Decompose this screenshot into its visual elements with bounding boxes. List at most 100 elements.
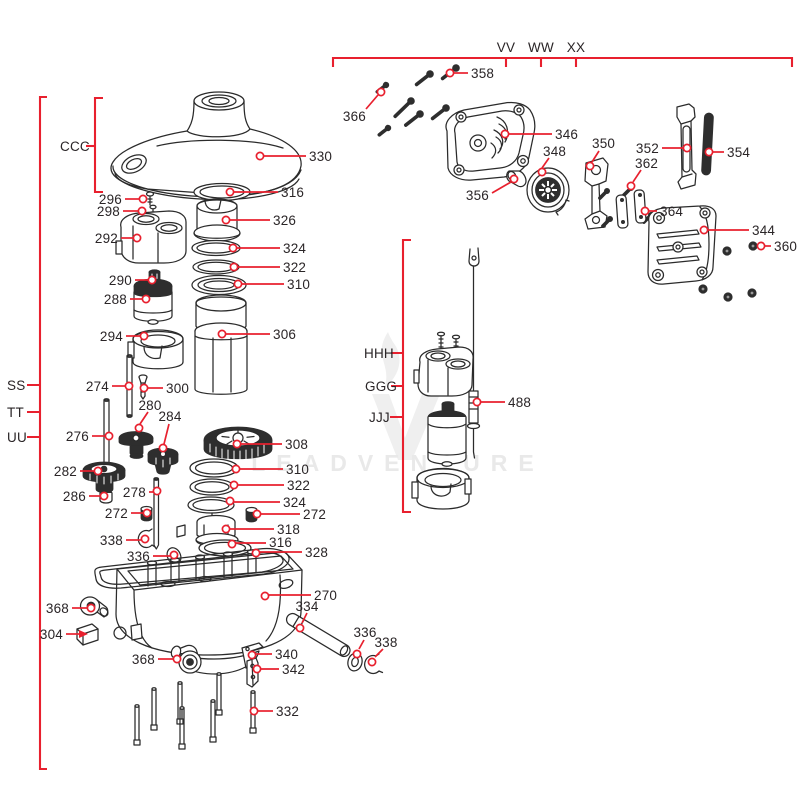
part-322-oring-lower [189, 478, 235, 496]
callout-306: 306 [217, 327, 296, 342]
part-number-282: 282 [54, 464, 77, 479]
callout-284: 284 [158, 409, 182, 453]
assembly-right-gear-housing [413, 331, 474, 397]
part-number-324b: 324 [283, 495, 306, 510]
part-number-338b: 338 [374, 635, 397, 650]
part-278-shaft [153, 477, 186, 550]
callout-346: 346 [500, 127, 578, 142]
callout-330: 330 [255, 149, 332, 164]
callout-304: 304 [40, 627, 88, 642]
callout-272-left: 272 [105, 506, 152, 521]
bolt [209, 699, 217, 743]
callout-342: 342 [252, 662, 305, 677]
callout-294: 294 [100, 329, 149, 344]
callout-338-left: 338 [100, 533, 150, 548]
part-number-366: 366 [343, 109, 366, 124]
callout-322-lower: 322 [229, 478, 310, 493]
section-label-jjj: JJJ [369, 410, 390, 425]
callout-292: 292 [95, 231, 142, 246]
watermark-logo [372, 332, 440, 460]
mid-section-bracket: HHH GGG JJJ [364, 238, 411, 514]
part-number-334: 334 [295, 599, 318, 614]
callout-282: 282 [54, 464, 103, 479]
assembly-right-coupler-cup [411, 467, 472, 510]
part-368-grommet-bottom [170, 644, 202, 674]
part-number-348: 348 [543, 144, 566, 159]
part-number-332: 332 [276, 704, 299, 719]
part-number-310: 310 [287, 277, 310, 292]
callout-358: 358 [445, 66, 494, 81]
callout-488: 488 [472, 395, 531, 410]
part-number-364: 364 [660, 204, 683, 219]
callout-362: 362 [626, 156, 658, 191]
part-number-316: 316 [281, 185, 304, 200]
part-number-274: 274 [86, 379, 109, 394]
part-310-seal-lower [189, 458, 239, 478]
part-number-296: 296 [99, 192, 122, 207]
callout-290: 290 [109, 273, 157, 288]
part-number-336: 336 [127, 549, 150, 564]
part-number-352: 352 [636, 141, 659, 156]
callout-328: 328 [251, 545, 328, 560]
callout-322-upper: 322 [229, 260, 306, 275]
section-label-vv: VV [497, 40, 515, 55]
pulley-spokes [539, 181, 557, 199]
part-number-288: 288 [104, 292, 127, 307]
part-number-356: 356 [466, 188, 489, 203]
callout-336-right: 336 [352, 625, 376, 659]
part-280-drive-disc [118, 431, 154, 459]
callout-316-lower: 316 [227, 535, 292, 550]
part-number-284: 284 [158, 409, 181, 424]
part-284-small-gear [147, 447, 179, 475]
callout-336-left: 336 [127, 549, 179, 564]
part-330-motor-cover [110, 91, 302, 201]
bolt [150, 687, 158, 731]
part-308-main-gear [203, 426, 273, 462]
callout-344: 344 [699, 223, 775, 238]
callout-276: 276 [66, 429, 114, 444]
bolt [178, 706, 186, 750]
part-number-342: 342 [282, 662, 305, 677]
section-label-tt: TT [7, 405, 24, 420]
part-number-290: 290 [109, 273, 132, 288]
callout-324-lower: 324 [225, 495, 306, 510]
section-label-ss: SS [7, 378, 25, 393]
callout-324-upper: 324 [228, 241, 306, 256]
callout-338-right: 338 [367, 635, 397, 667]
part-number-360: 360 [774, 239, 797, 254]
callout-364: 364 [640, 204, 683, 219]
section-label-ccc: CCC [60, 139, 90, 154]
callout-332: 332 [249, 704, 299, 719]
callout-298: 298 [97, 204, 147, 219]
callout-368-left: 368 [46, 601, 96, 616]
part-number-338: 338 [100, 533, 123, 548]
part-number-272b: 272 [303, 507, 326, 522]
top-section-bracket: VV WW XX [331, 40, 794, 67]
bolt [215, 672, 223, 716]
part-number-272: 272 [105, 506, 128, 521]
part-number-318: 318 [277, 522, 300, 537]
section-label-hhh: HHH [364, 346, 394, 361]
bolt [133, 704, 141, 746]
part-338-clip-left [137, 528, 156, 549]
callout-310-upper: 310 [233, 277, 310, 292]
part-number-358: 358 [471, 66, 494, 81]
callout-350: 350 [585, 136, 615, 171]
part-number-276: 276 [66, 429, 89, 444]
callout-318: 318 [221, 522, 300, 537]
part-348-pulley [526, 167, 570, 216]
part-number-324: 324 [283, 241, 306, 256]
section-label-ww: WW [528, 40, 554, 55]
part-number-280: 280 [138, 398, 161, 413]
cover-section-bracket: CCC [60, 96, 103, 194]
callout-296: 296 [99, 192, 148, 207]
callout-340: 340 [247, 647, 298, 662]
part-number-488: 488 [508, 395, 531, 410]
callout-308: 308 [232, 437, 308, 452]
part-number-330: 330 [309, 149, 332, 164]
part-326-bearing-collar [193, 198, 241, 242]
callout-270: 270 [260, 588, 337, 603]
section-label-ggg: GGG [365, 379, 397, 394]
part-number-362: 362 [635, 156, 658, 171]
part-number-298: 298 [97, 204, 120, 219]
